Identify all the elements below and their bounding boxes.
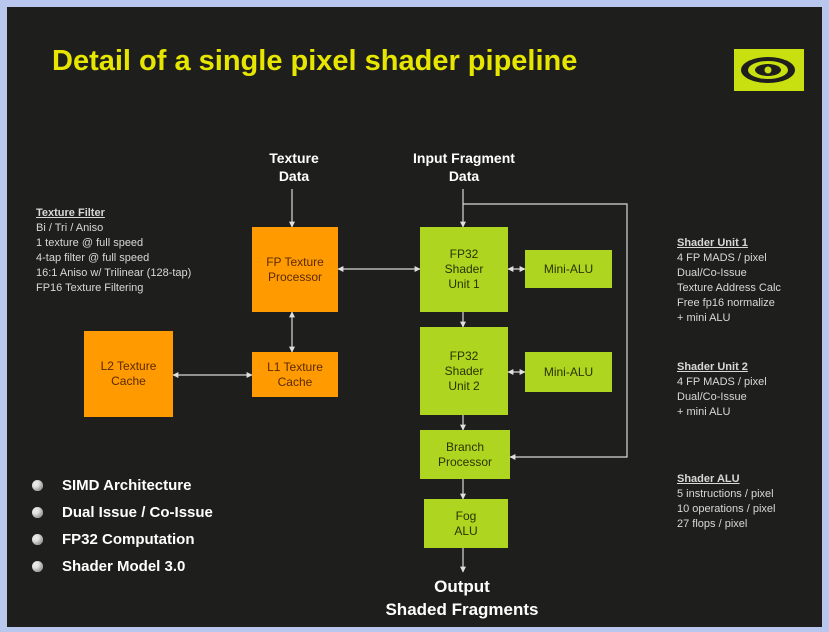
shader-alu-line: 10 operations / pixel — [677, 503, 776, 515]
texture-filter-line: 4-tap filter @ full speed — [36, 252, 150, 264]
bullet-item: FP32 Computation — [32, 526, 213, 553]
slide-title: Detail of a single pixel shader pipeline — [52, 45, 578, 77]
bullet-dot-icon — [32, 561, 43, 572]
texture-filter-notes: Texture Filter Bi / Tri / Aniso 1 textur… — [36, 206, 191, 296]
feature-bullets: SIMD Architecture Dual Issue / Co-Issue … — [32, 472, 213, 580]
texture-filter-line: 16:1 Aniso w/ Trilinear (128-tap) — [36, 267, 192, 279]
shader-unit-1-notes: Shader Unit 1 4 FP MADS / pixel Dual/Co-… — [677, 236, 781, 326]
shader-unit-2-line: Dual/Co-Issue — [677, 391, 747, 403]
loopback-line — [463, 203, 628, 460]
shader-unit-2-heading: Shader Unit 2 — [677, 361, 748, 373]
bullet-item: Shader Model 3.0 — [32, 553, 213, 580]
shader-unit-2-line: 4 FP MADS / pixel — [677, 376, 767, 388]
bullet-text: FP32 Computation — [62, 531, 195, 548]
texture-filter-line: Bi / Tri / Aniso — [36, 222, 104, 234]
fog-alu-block: Fog ALU — [424, 499, 508, 548]
texture-filter-line: 1 texture @ full speed — [36, 237, 144, 249]
shader-alu-notes: Shader ALU 5 instructions / pixel 10 ope… — [677, 472, 775, 532]
texture-filter-heading: Texture Filter — [36, 207, 105, 219]
shader-unit-1-line: Dual/Co-Issue — [677, 267, 747, 279]
input-fragment-data-label: Input Fragment Data — [413, 150, 515, 184]
shader-unit-1-line: + mini ALU — [677, 312, 731, 324]
bullet-text: SIMD Architecture — [62, 477, 192, 494]
bullet-item: SIMD Architecture — [32, 472, 213, 499]
bullet-text: Dual Issue / Co-Issue — [62, 504, 213, 521]
shader-unit-1-line: 4 FP MADS / pixel — [677, 252, 767, 264]
nvidia-eye-icon — [734, 49, 804, 91]
shader-alu-line: 5 instructions / pixel — [677, 488, 774, 500]
l2-texture-cache-block: L2 Texture Cache — [84, 331, 173, 417]
shader-unit-1-line: Free fp16 normalize — [677, 297, 775, 309]
mini-alu-1-block: Mini-ALU — [525, 250, 612, 288]
fp-texture-processor-block: FP Texture Processor — [252, 227, 338, 312]
slide: Detail of a single pixel shader pipeline — [7, 7, 822, 627]
mini-alu-2-block: Mini-ALU — [525, 352, 612, 392]
texture-filter-line: FP16 Texture Filtering — [36, 282, 144, 294]
shader-alu-heading: Shader ALU — [677, 473, 740, 485]
bullet-item: Dual Issue / Co-Issue — [32, 499, 213, 526]
bullet-dot-icon — [32, 507, 43, 518]
l1-texture-cache-block: L1 Texture Cache — [252, 352, 338, 397]
bullet-text: Shader Model 3.0 — [62, 558, 186, 575]
nvidia-logo-graphic — [741, 57, 795, 83]
fp32-shader-unit-2-block: FP32 Shader Unit 2 — [420, 327, 508, 415]
bullet-dot-icon — [32, 480, 43, 491]
texture-data-label: Texture Data — [269, 150, 319, 184]
fp32-shader-unit-1-block: FP32 Shader Unit 1 — [420, 227, 508, 312]
shader-unit-1-line: Texture Address Calc — [677, 282, 781, 294]
shader-alu-line: 27 flops / pixel — [677, 518, 748, 530]
branch-processor-block: Branch Processor — [420, 430, 510, 479]
shader-unit-2-notes: Shader Unit 2 4 FP MADS / pixel Dual/Co-… — [677, 360, 767, 420]
shader-unit-2-line: + mini ALU — [677, 406, 731, 418]
shader-unit-1-heading: Shader Unit 1 — [677, 237, 748, 249]
bullet-dot-icon — [32, 534, 43, 545]
pipeline-connectors — [172, 189, 628, 573]
output-label: Output Shaded Fragments — [385, 577, 539, 619]
